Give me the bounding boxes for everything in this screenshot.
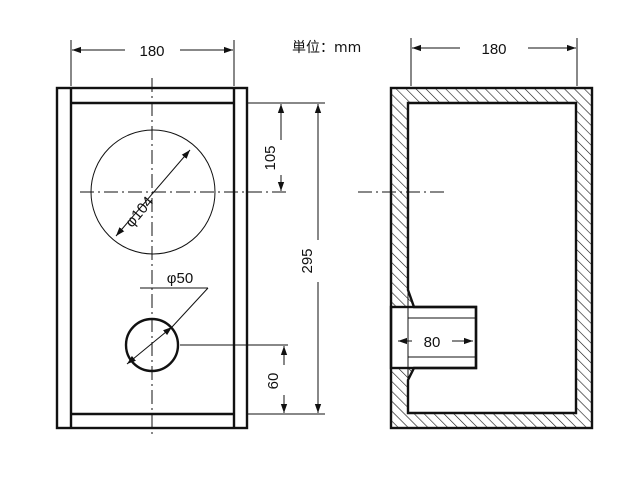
section-walls (391, 88, 592, 428)
port-cutout (124, 317, 180, 373)
section-outer (389, 86, 594, 430)
port-dia-arrow (126, 326, 173, 365)
section-inner (406, 101, 578, 415)
section-view: 180 80 (358, 38, 594, 430)
unit-label: 単位：mm (292, 40, 361, 56)
port-leader (171, 287, 209, 328)
front-width-dim: 180 (139, 43, 164, 60)
port-length-dim: 80 (424, 334, 441, 351)
port-dia-label: φ50 (167, 270, 193, 287)
section-width-dim: 180 (481, 41, 506, 58)
woofer-offset-dim: 105 (262, 145, 279, 170)
port-offset-dim: 60 (265, 373, 282, 390)
height-dim: 295 (299, 248, 316, 273)
port-tube (389, 305, 478, 370)
woofer-dia-arrow (115, 149, 191, 237)
front-view: 180 φ104 φ50 105 60 295 (55, 40, 325, 438)
